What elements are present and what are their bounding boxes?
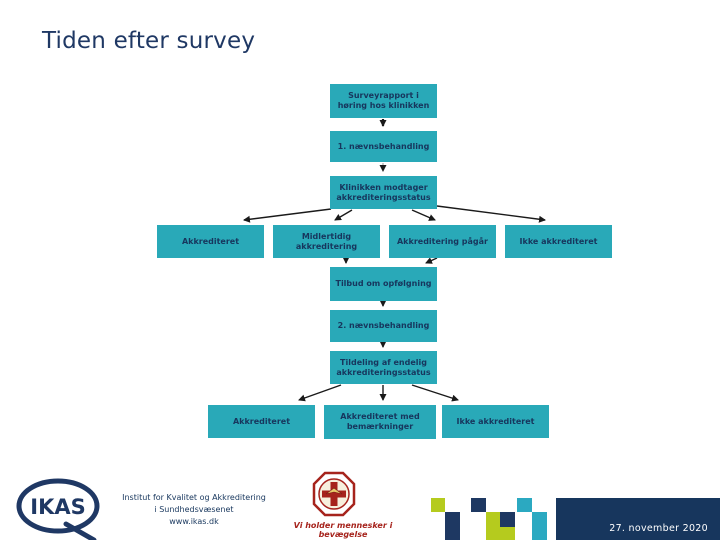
flow-box-second-board: 2. nævnsbehandling	[330, 310, 437, 342]
slide-date: 27. november 2020	[609, 523, 708, 534]
mosaic-square	[517, 498, 532, 512]
ikas-logo-icon: IKAS	[16, 478, 100, 540]
flow-box-survey-report: Surveyrapport i høring hos klinikken	[330, 84, 437, 118]
flow-box-accred-ongoing: Akkreditering pågår	[389, 225, 496, 258]
isqua-emblem-icon	[312, 471, 356, 517]
flow-box-final-status: Tildeling af endelig akkrediteringsstatu…	[330, 351, 437, 384]
flow-box-not-accredited-2: Ikke akkrediteret	[442, 405, 549, 438]
mosaic-square	[471, 498, 486, 512]
date-bar: 27. november 2020	[556, 498, 720, 540]
motto-text: Vi holder mennesker i bevægelse	[293, 521, 393, 539]
mosaic-square	[445, 512, 460, 540]
flow-box-clinic-status: Klinikken modtager akkrediteringsstatus	[330, 176, 437, 209]
institute-text: Institut for Kvalitet og Akkreditering i…	[118, 492, 270, 528]
flow-box-first-board: 1. nævnsbehandling	[330, 131, 437, 162]
flow-box-accredited-remarks: Akkrediteret med bemærkninger	[324, 405, 436, 439]
mosaic-square	[500, 512, 515, 527]
svg-text:IKAS: IKAS	[30, 495, 85, 519]
mosaic-square	[431, 498, 445, 512]
flow-box-not-accredited-1: Ikke akkrediteret	[505, 225, 612, 258]
mosaic-square	[532, 512, 547, 540]
flow-box-followup-offer: Tilbud om opfølgning	[330, 267, 437, 301]
institute-line2: i Sundhedsvæsenet	[154, 505, 234, 514]
institute-website: www.ikas.dk	[169, 517, 219, 526]
slide-title: Tiden efter survey	[42, 28, 256, 54]
institute-line1: Institut for Kvalitet og Akkreditering	[122, 493, 266, 502]
flow-box-temporary-accred: Midlertidig akkreditering	[273, 225, 380, 258]
flow-box-accredited-1: Akkrediteret	[157, 225, 264, 258]
flow-box-accredited-2: Akkrediteret	[208, 405, 315, 438]
